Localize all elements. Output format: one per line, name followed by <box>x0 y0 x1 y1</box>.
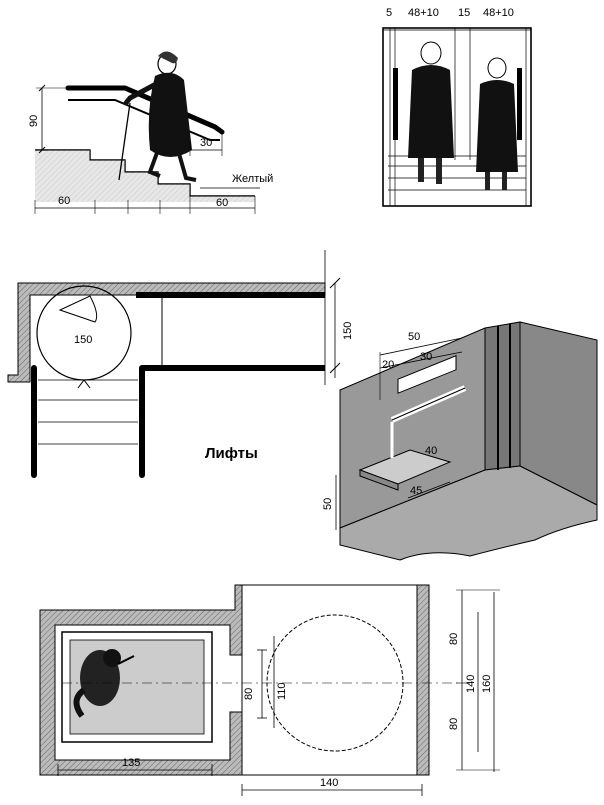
turning-circle-label: 150 <box>74 334 92 346</box>
landing-width-label: 140 <box>320 777 338 789</box>
front-dim-48-10-a: 48+10 <box>408 7 439 19</box>
door-opening-width-label: 110 <box>276 682 288 700</box>
woman-back-figure <box>476 57 518 190</box>
lift-3d-30-label: 30 <box>420 351 432 363</box>
lift-3d-top-label: 50 <box>408 331 420 343</box>
woman-front-figure <box>408 41 454 184</box>
woman-figure <box>118 51 197 182</box>
stairs-side-view: 90 30 Желтый 60 60 <box>28 51 273 214</box>
handrail-extension-label: 30 <box>200 137 212 149</box>
stair-plan: 150 150 <box>7 250 354 478</box>
right-dim-top-label: 80 <box>448 633 460 645</box>
lifts-title: Лифты <box>205 445 258 462</box>
lift-3d-view: 50 20 30 40 45 50 <box>322 321 598 561</box>
right-dim-bottom-label: 80 <box>448 718 460 730</box>
wheelchair-user-figure <box>73 649 135 718</box>
seat-depth-label: 40 <box>425 445 437 457</box>
front-dim-5: 5 <box>386 7 392 19</box>
lift-3d-20-label: 20 <box>382 359 394 371</box>
front-dim-15: 15 <box>458 7 470 19</box>
cabin-width-label: 135 <box>122 757 140 769</box>
tread-label-right: 60 <box>216 197 228 209</box>
lift-plan: 80 110 135 140 80 80 140 160 <box>39 584 500 796</box>
right-dim-mid-label: 140 <box>465 675 477 693</box>
color-note-label: Желтый <box>232 173 273 185</box>
right-dim-total-label: 160 <box>481 675 493 693</box>
front-dim-48-10-b: 48+10 <box>483 7 514 19</box>
stairs-height-label: 90 <box>28 115 40 127</box>
seat-height-label: 50 <box>322 498 334 510</box>
tread-label-left: 60 <box>58 195 70 207</box>
door-clear-width-label: 80 <box>243 688 255 700</box>
plan-width-label: 150 <box>342 322 354 340</box>
stairs-front-view: 5 48+10 15 48+10 <box>382 7 532 207</box>
